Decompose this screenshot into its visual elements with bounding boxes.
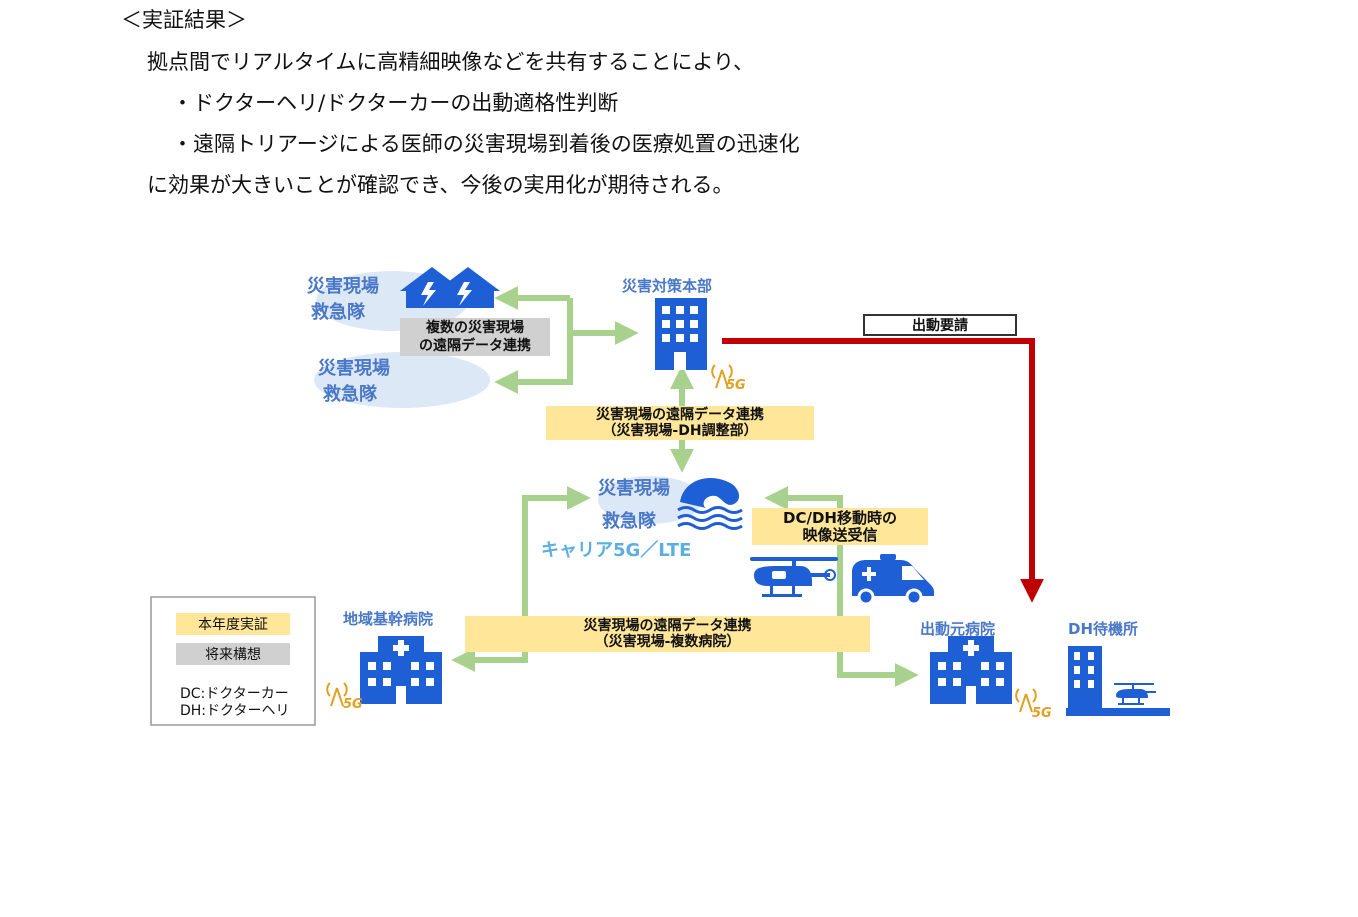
badge-5g-origin: 5G [1032, 706, 1052, 721]
badge-5g-hq: 5G [726, 378, 746, 393]
wave-icon [677, 478, 743, 530]
dispatch-request-label: 出動要請 [912, 318, 968, 334]
hospitals-link-line-1: 災害現場の遠隔データ連携 [583, 618, 752, 634]
legend-this-year-label: 本年度実証 [198, 617, 268, 633]
legend-dc: DC:ドクターカー [180, 686, 289, 702]
antenna-5g-icon [326, 682, 348, 707]
hospital-icon [360, 636, 442, 704]
hospitals-link-box: 災害現場の遠隔データ連携 （災害現場-複数病院） [465, 616, 870, 652]
arrow-to-site-from-left [522, 486, 591, 632]
moving-transmission-box: DC/DH移動時の 映像送受信 [752, 508, 928, 545]
site-a-label: 災害現場 [307, 276, 379, 297]
moving-transmission-line-1: DC/DH移動時の [783, 508, 897, 527]
origin-hospital-label: 出動元病院 [920, 620, 996, 638]
helicopter-icon [750, 557, 838, 597]
dispatch-request-arrow [722, 338, 1044, 603]
site-b-label: 災害現場 [318, 358, 390, 379]
badge-5g-regional: 5G [343, 697, 363, 712]
site-center-team-label: 救急隊 [602, 511, 656, 532]
site-center-label: 災害現場 [598, 478, 670, 499]
regional-hospital-label: 地域基幹病院 [343, 610, 434, 628]
result-bullet-2: ・遠隔トリアージによる医師の災害現場到着後の医療処置の迅速化 [172, 132, 800, 156]
multi-sites-link-line-2: の遠隔データ連携 [419, 338, 531, 354]
multi-sites-link-line-1: 複数の災害現場 [426, 320, 524, 336]
hq-link-line-1: 災害現場の遠隔データ連携 [596, 407, 764, 423]
moving-transmission-line-2: 映像送受信 [802, 525, 878, 544]
legend-this-year: 本年度実証 [176, 613, 290, 635]
hospitals-link-line-2: （災害現場-複数病院） [594, 634, 741, 650]
carrier-label: キャリア5G／LTE [541, 540, 692, 561]
antenna-5g-icon [711, 364, 733, 389]
hospital-icon [930, 636, 1012, 704]
building-icon [655, 298, 707, 370]
dh-standby-building-icon [1066, 646, 1170, 716]
legend-dh: DH:ドクターヘリ [180, 703, 290, 719]
site-center-ellipse [598, 476, 702, 524]
multi-sites-link-box: 複数の災害現場 の遠隔データ連携 [400, 318, 550, 356]
house-icon [400, 267, 500, 308]
result-line-2: に効果が大きいことが確認でき、今後の実用化が期待される。 [147, 173, 734, 197]
result-line-1: 拠点間でリアルタイムに高精細映像などを共有することにより、 [147, 50, 755, 74]
dispatch-request-box: 出動要請 [863, 314, 1017, 336]
site-b-team-label: 救急隊 [323, 384, 377, 405]
result-bullet-1: ・ドクターヘリ/ドクターカーの出動適格性判断 [172, 91, 619, 115]
arrow-to-site-from-right [764, 486, 843, 632]
result-heading: ＜実証結果＞ [121, 8, 247, 32]
hq-link-box: 災害現場の遠隔データ連携 （災害現場-DH調整部） [546, 406, 814, 440]
hq-label: 災害対策本部 [622, 277, 713, 295]
legend-future-label: 将来構想 [205, 647, 261, 663]
dh-standby-label: DH待機所 [1068, 620, 1139, 638]
antenna-5g-icon [1015, 688, 1037, 713]
site-b-ellipse [314, 352, 490, 408]
hq-link-line-2: （災害現場-DH調整部） [602, 423, 758, 439]
site-a-team-label: 救急隊 [311, 302, 365, 323]
arrow-to-site-b [494, 298, 573, 394]
legend-future: 将来構想 [176, 643, 290, 665]
